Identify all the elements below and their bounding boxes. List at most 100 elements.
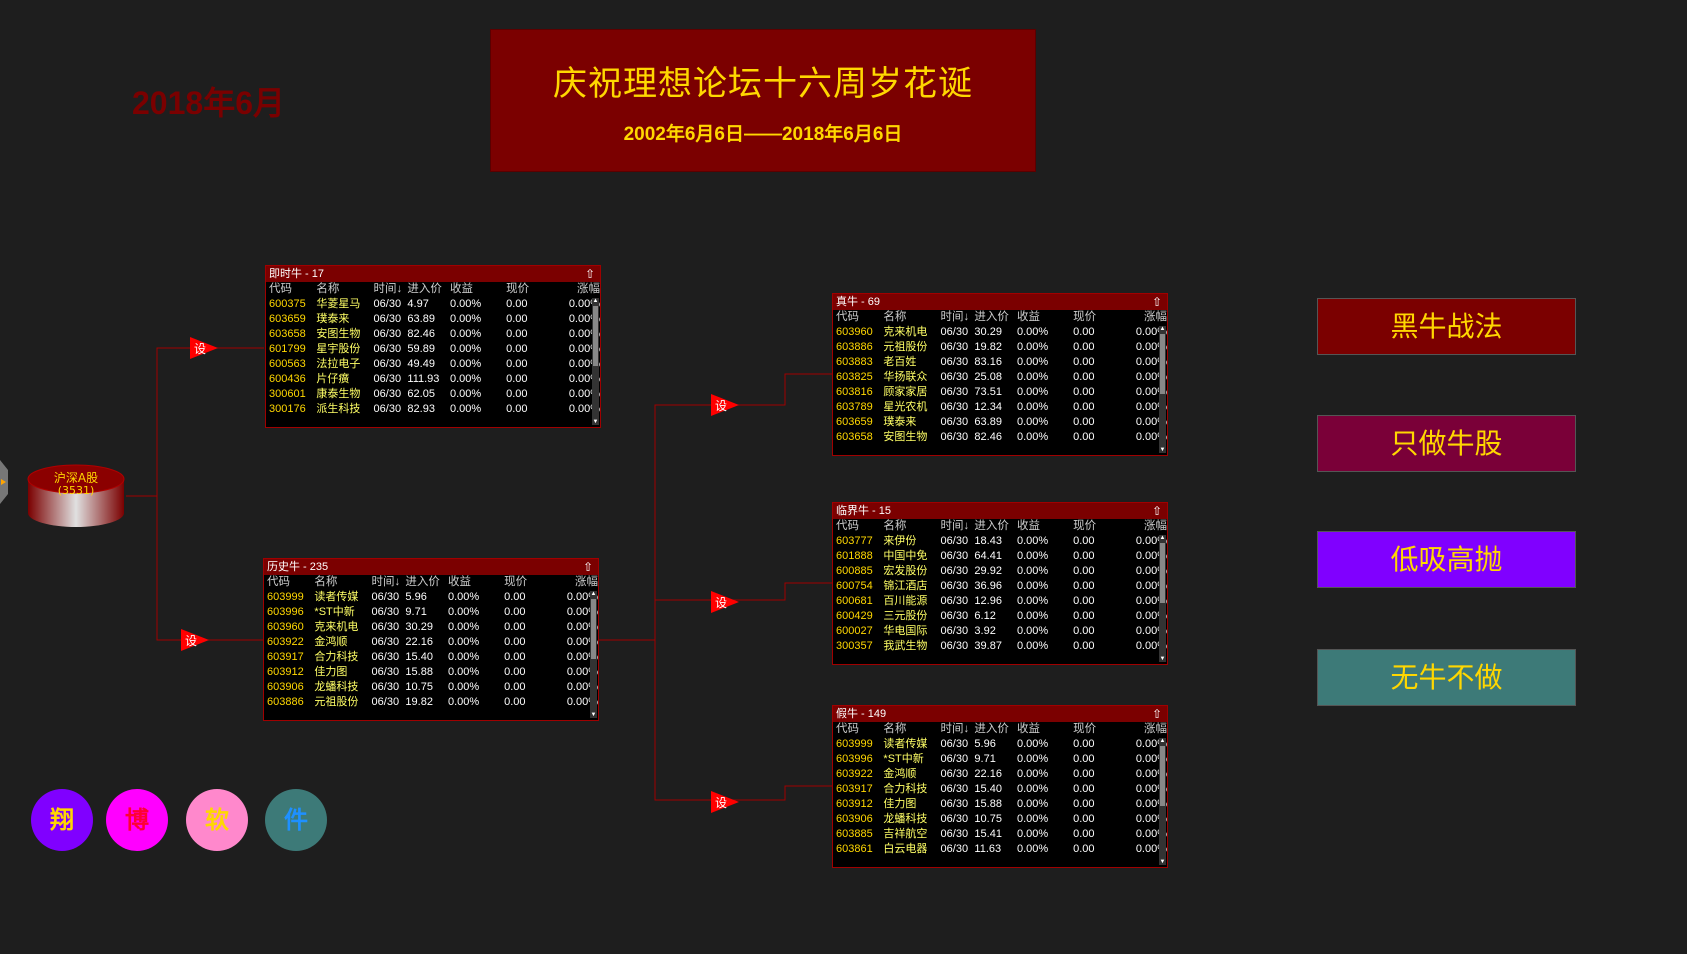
column-header[interactable]: 名称 — [883, 723, 907, 735]
setting-flag-jishiniu[interactable]: 设 — [190, 337, 218, 359]
scrollbar[interactable]: ▲▼ — [592, 298, 599, 425]
column-header[interactable]: 时间↓ — [371, 576, 401, 588]
column-header[interactable]: 涨幅 — [575, 576, 599, 588]
scroll-down-icon[interactable]: ▼ — [1159, 447, 1166, 453]
column-header[interactable]: 名称 — [883, 520, 907, 532]
column-header[interactable]: 现价 — [504, 576, 528, 588]
column-header[interactable]: 代码 — [267, 576, 290, 588]
column-header[interactable]: 代码 — [836, 520, 859, 532]
column-header[interactable]: 收益 — [447, 576, 471, 588]
scrollbar[interactable]: ▲▼ — [1159, 535, 1166, 662]
scroll-thumb[interactable] — [1160, 543, 1165, 603]
setting-flag-jianiu[interactable]: 设 — [711, 791, 739, 813]
column-header[interactable]: 名称 — [314, 576, 338, 588]
scroll-down-icon[interactable]: ▼ — [1159, 859, 1166, 865]
side-button-black-bull[interactable]: 黑牛战法 — [1317, 298, 1576, 355]
column-header[interactable]: 收益 — [1016, 520, 1040, 532]
column-header[interactable]: 名称 — [883, 311, 907, 323]
scroll-up-icon[interactable]: ▲ — [590, 591, 597, 597]
column-header[interactable]: 收益 — [1016, 311, 1040, 323]
column-header[interactable]: 涨幅 — [1144, 520, 1168, 532]
collapse-arrow-icon[interactable]: ⇧ — [1151, 504, 1162, 518]
setting-flag-lishiniu[interactable]: 设 — [181, 629, 209, 651]
collapse-arrow-icon[interactable]: ⇧ — [582, 560, 593, 574]
column-header[interactable]: 时间↓ — [940, 520, 970, 532]
column-header[interactable]: 代码 — [836, 311, 859, 323]
scrollbar[interactable]: ▲▼ — [590, 591, 597, 718]
column-header[interactable]: 代码 — [836, 723, 859, 735]
scroll-up-icon[interactable]: ▲ — [1159, 535, 1166, 541]
column-header[interactable]: 收益 — [1016, 723, 1040, 735]
collapse-arrow-icon[interactable]: ⇧ — [584, 267, 595, 281]
column-header[interactable]: 时间↓ — [940, 723, 970, 735]
scroll-up-icon[interactable]: ▲ — [592, 298, 599, 304]
column-header[interactable]: 涨幅 — [1144, 311, 1168, 323]
scroll-down-icon[interactable]: ▼ — [592, 419, 599, 425]
scroll-thumb[interactable] — [1160, 746, 1165, 806]
root-node-shanghai-shenzhen-a-shares[interactable]: 沪深A股 (3531) — [26, 463, 126, 529]
column-header[interactable]: 现价 — [1073, 520, 1097, 532]
scroll-down-icon[interactable]: ▼ — [590, 712, 597, 718]
column-header[interactable]: 进入价 — [405, 576, 440, 588]
column-header[interactable]: 代码 — [269, 283, 292, 295]
side-button-buy-low-sell-high[interactable]: 低吸高抛 — [1317, 531, 1576, 588]
collapse-arrow-icon[interactable]: ⇧ — [1151, 295, 1162, 309]
column-header[interactable]: 涨幅 — [577, 283, 601, 295]
scrollbar[interactable]: ▲▼ — [1159, 326, 1166, 453]
scroll-up-icon[interactable]: ▲ — [1159, 326, 1166, 332]
column-header[interactable]: 时间↓ — [373, 283, 403, 295]
scroll-thumb[interactable] — [593, 306, 598, 366]
column-header[interactable]: 进入价 — [974, 311, 1009, 323]
column-header[interactable]: 进入价 — [974, 520, 1009, 532]
setting-flag-linjieniu[interactable]: 设 — [711, 591, 739, 613]
collapse-tab-icon[interactable] — [0, 460, 8, 504]
column-header[interactable]: 现价 — [1073, 311, 1097, 323]
column-header[interactable]: 现价 — [1073, 723, 1097, 735]
setting-flag-zhenniu[interactable]: 设 — [711, 394, 739, 416]
scroll-up-icon[interactable]: ▲ — [1159, 738, 1166, 744]
scroll-down-icon[interactable]: ▼ — [1159, 656, 1166, 662]
